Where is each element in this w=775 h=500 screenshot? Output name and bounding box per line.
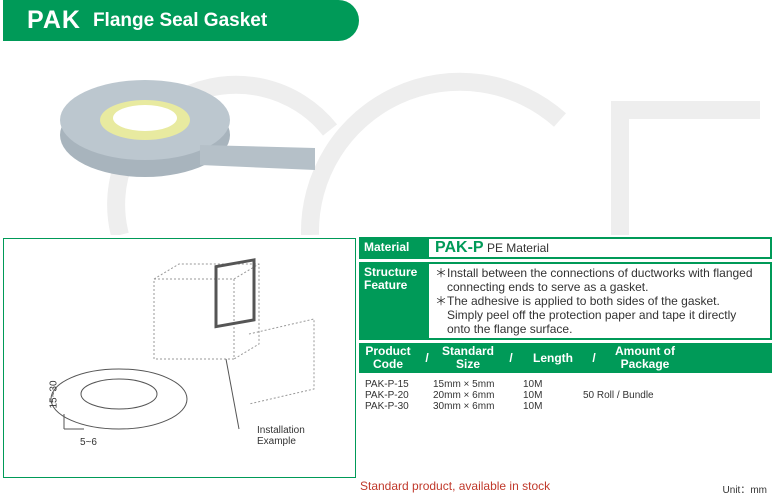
feature-line: ＊The adhesive is applied to both sides o… xyxy=(435,294,720,308)
dim-width: 5~6 xyxy=(80,437,97,448)
feature-line: Simply peel off the protection paper and… xyxy=(447,308,737,322)
cell-size: 15mm × 5mm xyxy=(433,379,495,390)
material-code: PAK-P xyxy=(435,239,484,256)
cell-code: PAK-P-20 xyxy=(365,390,409,401)
sep: / xyxy=(509,350,513,365)
feature-line: ＊Install between the connections of duct… xyxy=(435,266,753,280)
page-title: Flange Seal Gasket xyxy=(92,9,268,31)
header-standard: Standard xyxy=(441,344,494,358)
caption-line2: Example xyxy=(257,436,296,447)
header-size: Size xyxy=(455,357,480,371)
illustration-panel: 15~30 5~6 Installation Example xyxy=(3,238,356,478)
cell-size: 20mm × 6mm xyxy=(433,390,495,401)
header-length: Length xyxy=(533,350,573,365)
material-label: Material xyxy=(361,239,429,257)
header-package: Package xyxy=(620,357,670,371)
material-row: Material PAK-P PE Material xyxy=(359,237,772,259)
header-product: Product xyxy=(365,344,411,358)
feature-line: connecting ends to serve as a gasket. xyxy=(447,280,649,294)
material-text: PE Material xyxy=(486,241,549,255)
cell-length: 10M xyxy=(523,390,543,401)
cell-code: PAK-P-30 xyxy=(365,401,409,412)
cell-size: 30mm × 6mm xyxy=(433,401,495,412)
unit-label: Unit：mm xyxy=(722,485,767,496)
brand: PAK xyxy=(27,6,81,34)
gasket-roll-image xyxy=(60,72,760,235)
dim-height: 15~30 xyxy=(48,380,60,409)
cell-code: PAK-P-15 xyxy=(365,379,409,390)
header-code: Code xyxy=(373,357,403,371)
cell-length: 10M xyxy=(523,379,543,390)
header-amount: Amount of xyxy=(615,344,675,358)
cell-package: 50 Roll / Bundle xyxy=(583,390,654,401)
sep: / xyxy=(425,350,429,365)
stock-note: Standard product, available in stock xyxy=(360,479,551,493)
sep: / xyxy=(592,350,596,365)
structure-label: Structure xyxy=(364,265,418,279)
cell-length: 10M xyxy=(523,401,543,412)
feature-label: Feature xyxy=(364,278,408,292)
caption-line1: Installation xyxy=(257,425,305,436)
installation-diagram xyxy=(50,258,315,430)
title-banner: PAK Flange Seal Gasket xyxy=(3,0,359,41)
feature-line: onto the flange surface. xyxy=(447,322,573,336)
